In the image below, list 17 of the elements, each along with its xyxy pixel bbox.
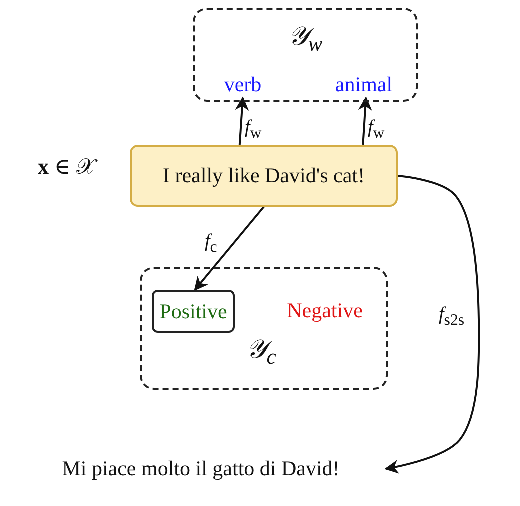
label-set-box	[193, 8, 418, 102]
input-sentence-box	[130, 145, 398, 207]
label-text: animal	[335, 73, 393, 97]
arrow	[358, 96, 372, 146]
arrow	[235, 96, 250, 146]
label-text: verb	[224, 73, 262, 97]
box-text: Positive	[160, 300, 228, 324]
class-label: Negative	[287, 299, 363, 323]
class-set-box	[140, 267, 388, 390]
set-symbol: 𝒴$_{c}$	[246, 336, 276, 370]
box-text: I really like David's cat!	[162, 164, 366, 188]
input-space-label: x ∈ 𝒳	[38, 154, 96, 180]
arrow	[194, 206, 265, 292]
selected-class-box	[152, 290, 235, 333]
output-sentence: Mi piace molto il gatto di David!	[62, 457, 340, 481]
set-symbol: 𝒴$_{w}$	[288, 22, 323, 57]
arrow	[384, 175, 480, 474]
